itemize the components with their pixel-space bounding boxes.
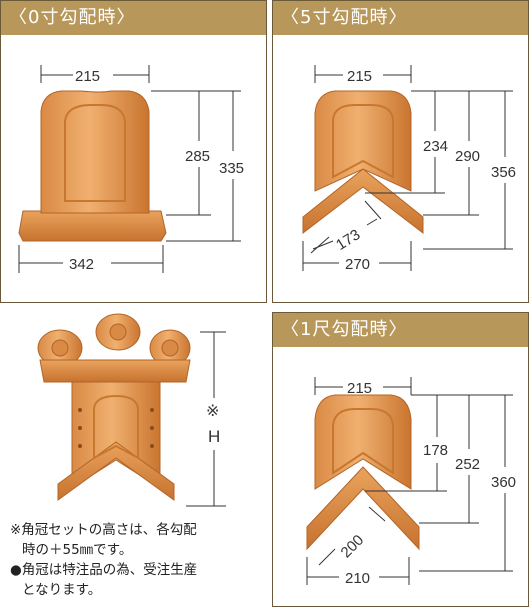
note-line-2: 時の＋55㎜です。 bbox=[22, 542, 133, 558]
height-label-3: 356 bbox=[491, 164, 516, 181]
tile-diagram-1shaku: 215 178 252 360 200 210 bbox=[306, 377, 516, 587]
crown-illustration: ※ H bbox=[0, 310, 268, 515]
height-label-1: 285 bbox=[185, 148, 210, 165]
height-label-2: 252 bbox=[455, 456, 480, 473]
tile-face-panel bbox=[332, 408, 394, 475]
height-dimension-line bbox=[186, 331, 226, 507]
base-label: 210 bbox=[345, 570, 370, 587]
note-line-1: ※角冠セットの高さは、各勾配 bbox=[10, 522, 197, 538]
tile-face-panel bbox=[64, 104, 126, 202]
tile-base bbox=[306, 466, 420, 551]
crown-dots bbox=[78, 408, 154, 448]
note-line-4: となります。 bbox=[22, 582, 102, 598]
height-mark: ※ bbox=[206, 403, 219, 420]
panel-1shaku-slope: 〈1尺勾配時〉 215 178 252 360 200 210 bbox=[272, 312, 529, 607]
crown-diagram: ※ H bbox=[37, 313, 226, 507]
tile-body bbox=[314, 90, 412, 192]
height-label-1: 234 bbox=[423, 138, 448, 155]
tile-body bbox=[314, 394, 412, 490]
panel-title: 〈0寸勾配時〉 bbox=[1, 1, 266, 35]
height-label: H bbox=[208, 427, 220, 446]
dimension-lines bbox=[18, 65, 241, 273]
dimension-lines bbox=[306, 377, 513, 585]
tile-base bbox=[18, 210, 167, 242]
panel-0sun-slope: 〈0寸勾配時〉 bbox=[0, 0, 267, 303]
panel-title: 〈1尺勾配時〉 bbox=[273, 313, 528, 347]
width-label: 215 bbox=[347, 380, 372, 397]
height-label-1: 178 bbox=[423, 442, 448, 459]
panel-5sun-slope: 〈5寸勾配時〉 215 234 290 356 173 270 bbox=[272, 0, 529, 303]
height-label-2: 335 bbox=[219, 160, 244, 177]
base-label: 342 bbox=[69, 256, 94, 273]
panel-title: 〈5寸勾配時〉 bbox=[273, 1, 528, 35]
crown-face-panel bbox=[93, 394, 139, 460]
diagonal-label: 173 bbox=[333, 226, 363, 254]
tile-body bbox=[40, 90, 150, 214]
width-label: 215 bbox=[347, 68, 372, 85]
base-label: 270 bbox=[345, 256, 370, 273]
notes: ※角冠セットの高さは、各勾配 時の＋55㎜です。 ●角冠は特注品の為、受注生産 … bbox=[10, 520, 272, 600]
tile-diagram-5sun: 215 234 290 356 173 270 bbox=[302, 65, 516, 273]
crown-band bbox=[39, 359, 191, 383]
tile-face-panel bbox=[332, 104, 394, 179]
crown-base bbox=[57, 441, 175, 501]
width-label: 215 bbox=[75, 68, 100, 85]
tile-base bbox=[302, 168, 424, 235]
dimension-lines bbox=[302, 65, 513, 271]
height-label-2: 290 bbox=[455, 148, 480, 165]
note-line-3: ●角冠は特注品の為、受注生産 bbox=[10, 562, 198, 578]
crown-scrolls bbox=[37, 313, 191, 367]
tile-diagram-0sun: 215 285 335 342 bbox=[18, 65, 244, 273]
diagonal-label: 200 bbox=[338, 532, 368, 562]
height-label-3: 360 bbox=[491, 474, 516, 491]
